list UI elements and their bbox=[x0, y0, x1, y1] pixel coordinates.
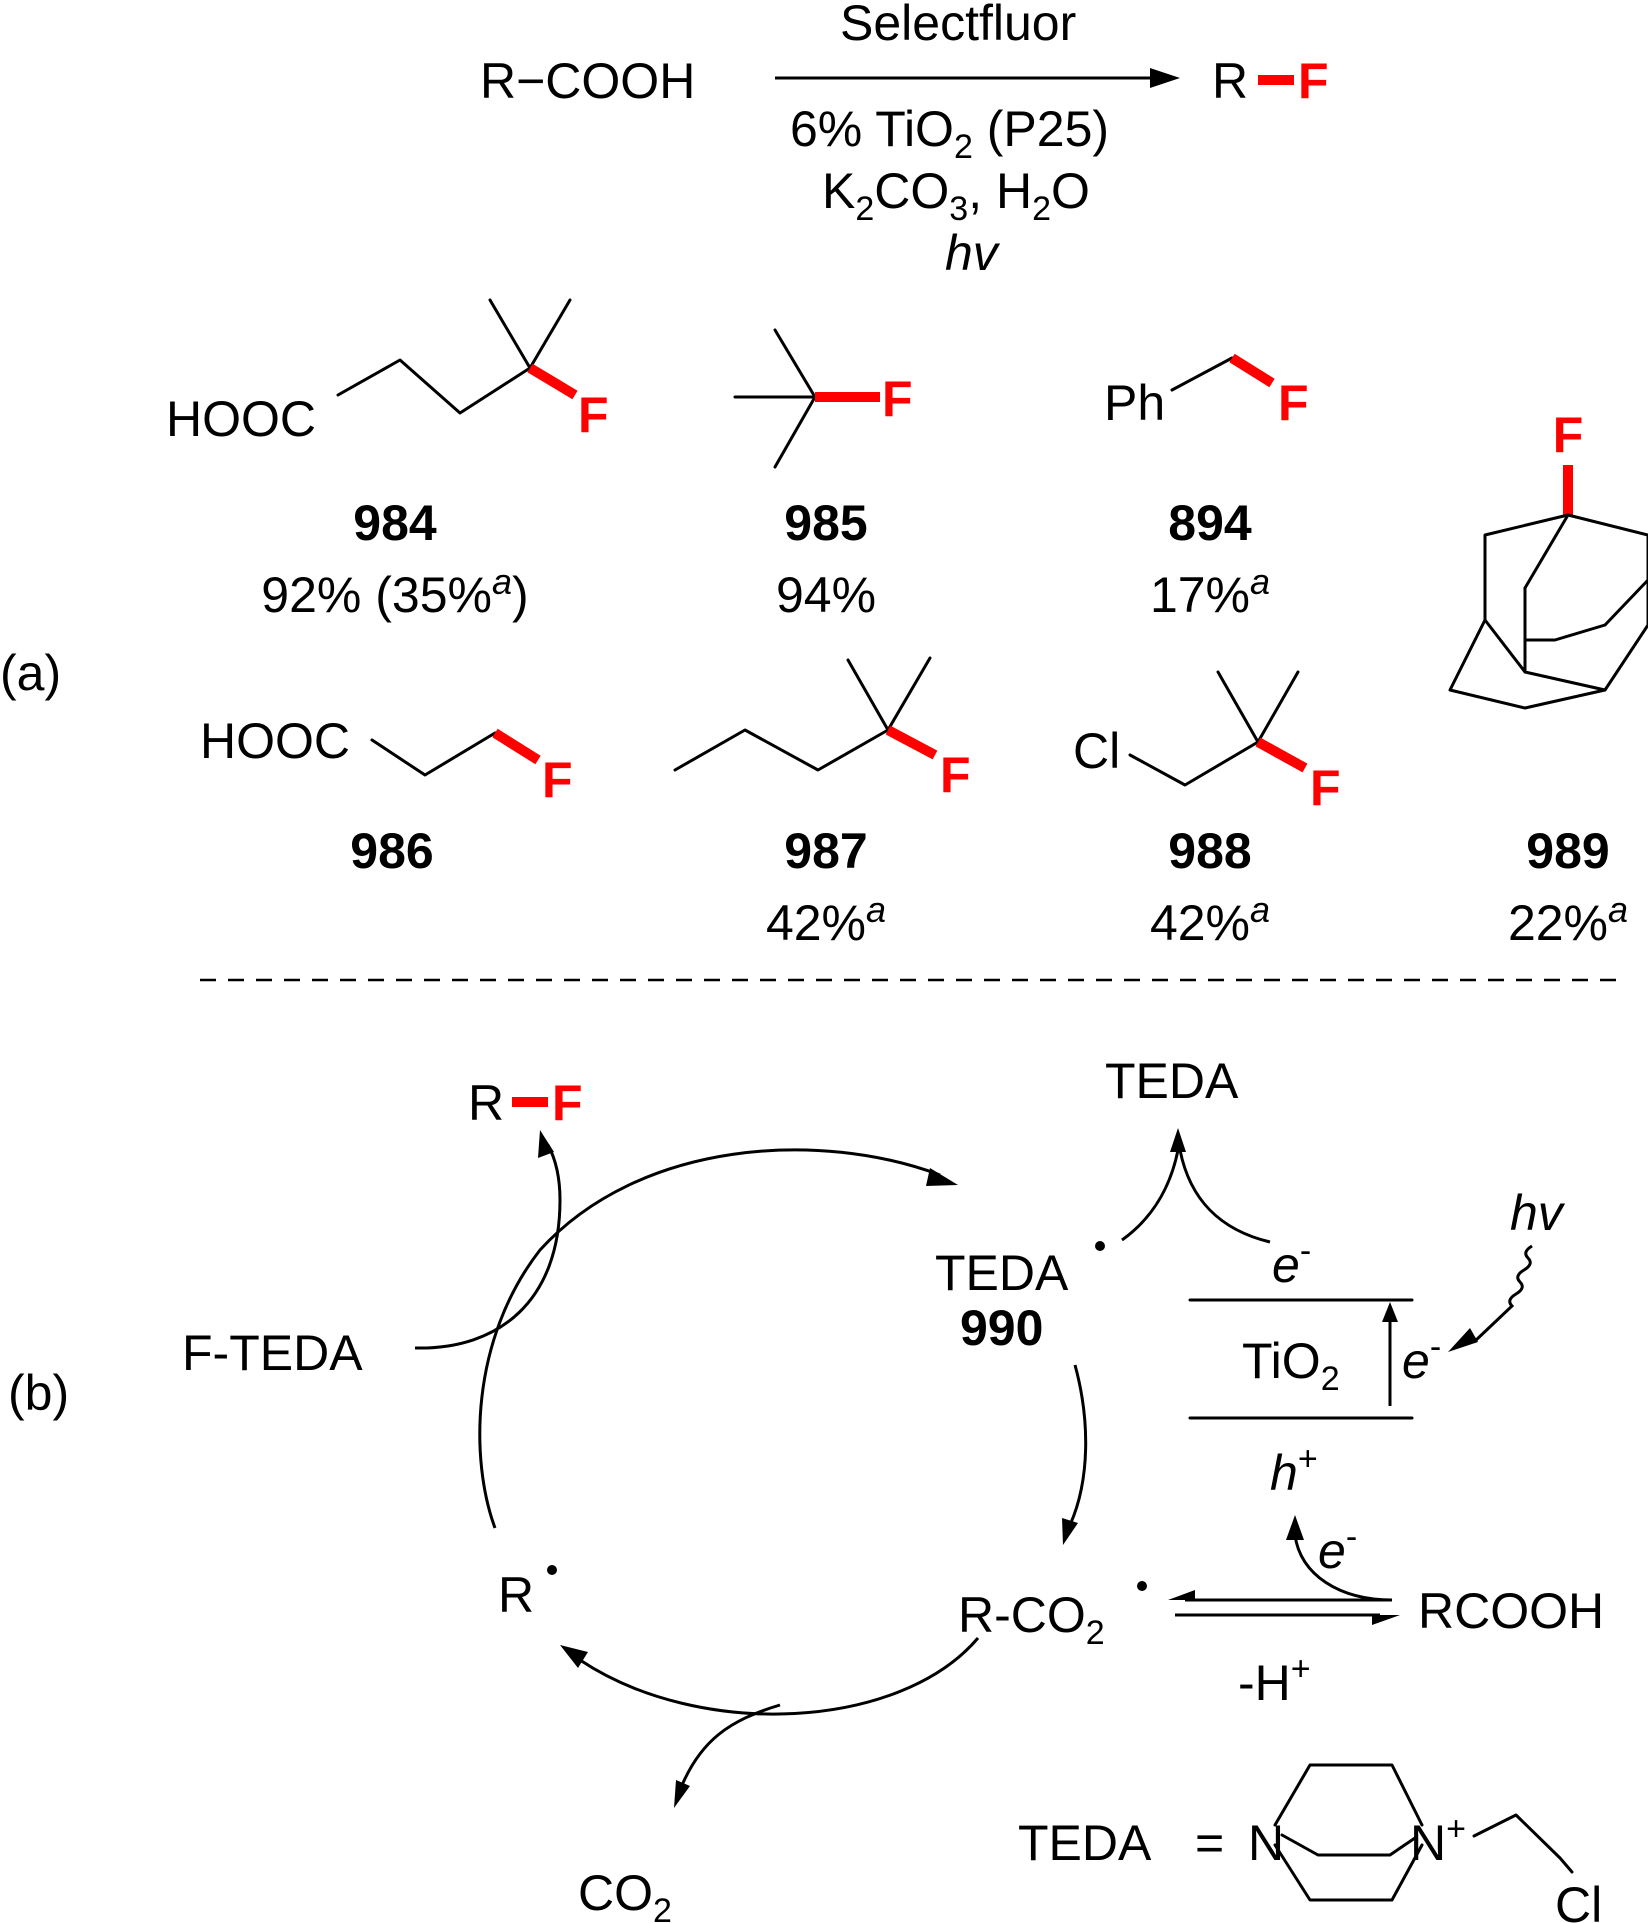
tio2-label: TiO2 bbox=[1242, 1333, 1340, 1398]
equilibrium-head-forward bbox=[1372, 1615, 1400, 1625]
equilibrium-head-back bbox=[1168, 1590, 1195, 1600]
fluorine-label: F bbox=[1278, 375, 1309, 431]
fluorine-label: F bbox=[578, 387, 609, 443]
teda-reduction-right bbox=[1178, 1149, 1271, 1244]
teda-def-cl: Cl bbox=[1555, 1877, 1602, 1923]
compound-id: 984 bbox=[353, 495, 437, 551]
compound-id: 985 bbox=[784, 495, 867, 551]
hooc-label: HOOC bbox=[166, 391, 316, 447]
yield-label: 92% (35%a) bbox=[261, 561, 528, 623]
light-label: hv bbox=[1510, 1185, 1566, 1241]
yield-label: 42%a bbox=[766, 889, 886, 951]
compound-id: 989 bbox=[1526, 823, 1609, 879]
radical-dot bbox=[1095, 1241, 1105, 1251]
compound-985: F 985 94% bbox=[733, 328, 913, 623]
product-r: R bbox=[1212, 53, 1248, 109]
dabco-cage bbox=[1273, 1763, 1424, 1902]
oxidation-head bbox=[1286, 1515, 1304, 1540]
product-f: F bbox=[1298, 53, 1329, 109]
deprotonation-label: -H+ bbox=[1238, 1650, 1311, 1711]
teda-top-label: TEDA bbox=[1105, 1053, 1239, 1109]
panel-label-a: (a) bbox=[0, 645, 61, 701]
fluorine-transfer-head bbox=[538, 1130, 554, 1158]
hooc-label: HOOC bbox=[200, 713, 350, 769]
reagent-label: Selectfluor bbox=[840, 0, 1076, 51]
rcooh-label: RCOOH bbox=[1418, 1583, 1604, 1639]
cycle-arc-top bbox=[478, 1148, 941, 1529]
light-squiggle bbox=[1472, 1244, 1533, 1344]
rf-f: F bbox=[552, 1075, 583, 1131]
compound-988: Cl F 988 42%a bbox=[1073, 670, 1341, 951]
co2-label: CO2 bbox=[578, 1865, 672, 1923]
fluorine-label: F bbox=[940, 747, 971, 803]
cl-label: Cl bbox=[1073, 723, 1120, 779]
compound-987: F 987 42%a bbox=[673, 656, 971, 951]
compound-989: F 989 22%a bbox=[1448, 407, 1648, 951]
fluorine-label: F bbox=[882, 371, 913, 427]
electron-right: e- bbox=[1402, 1328, 1441, 1389]
rco2-radical-label: R-CO2 bbox=[958, 1587, 1105, 1652]
conditions-line-1: 6% TiO2 (P25) bbox=[790, 101, 1109, 166]
compound-id: 988 bbox=[1168, 823, 1251, 879]
teda-def-n-right: N+ bbox=[1410, 1810, 1466, 1871]
conditions-line-2: K2CO3, H2O bbox=[822, 163, 1090, 228]
excitation-arrowhead bbox=[1382, 1302, 1398, 1322]
cycle-arc-bottom bbox=[579, 1637, 980, 1716]
teda-def-label: TEDA bbox=[1018, 1815, 1152, 1871]
yield-label: 42%a bbox=[1150, 889, 1270, 951]
compound-984: HOOC F 984 92% (35%a) bbox=[166, 298, 609, 623]
yield-label: 22%a bbox=[1508, 889, 1628, 951]
co2-loss-curve bbox=[678, 1703, 781, 1791]
hole-label: h+ bbox=[1270, 1440, 1318, 1501]
teda-radical-label: TEDA bbox=[935, 1245, 1069, 1301]
cycle-head-right bbox=[1062, 1518, 1078, 1545]
cycle-head-bottom bbox=[560, 1645, 588, 1668]
fluorine-label: F bbox=[542, 752, 573, 808]
yield-label: 94% bbox=[776, 567, 876, 623]
electron-lower: e- bbox=[1318, 1518, 1357, 1579]
electron-top: e- bbox=[1272, 1232, 1311, 1293]
fluorine-label: F bbox=[1553, 407, 1584, 463]
compound-894: Ph F 894 17%a bbox=[1104, 353, 1309, 623]
compound-986: HOOC F 986 bbox=[200, 713, 573, 879]
r-radical-dot bbox=[547, 1565, 557, 1575]
cycle-arc-right bbox=[1068, 1364, 1088, 1526]
r-radical-label: R bbox=[498, 1567, 534, 1623]
ph-label: Ph bbox=[1104, 375, 1165, 431]
compound-id: 894 bbox=[1168, 495, 1252, 551]
conditions-line-3: hv bbox=[945, 225, 1001, 281]
compound-id: 987 bbox=[784, 823, 867, 879]
yield-label: 17%a bbox=[1150, 561, 1270, 623]
reactant-label: R−COOH bbox=[480, 53, 695, 109]
f-teda-label: F-TEDA bbox=[182, 1325, 363, 1381]
reaction-arrowhead bbox=[1150, 68, 1180, 88]
fluorine-label: F bbox=[1310, 760, 1341, 816]
teda-def-equals: = bbox=[1195, 1815, 1224, 1871]
rco2-radical-dot bbox=[1137, 1581, 1147, 1591]
teda-def-n-left: N bbox=[1248, 1815, 1284, 1871]
chloromethyl-bond bbox=[1472, 1813, 1574, 1874]
light-arrowhead bbox=[1448, 1328, 1478, 1352]
teda-reduction-left bbox=[1121, 1149, 1180, 1242]
compound-id: 986 bbox=[350, 823, 433, 879]
rf-r: R bbox=[468, 1075, 504, 1131]
cycle-head-top bbox=[926, 1168, 958, 1186]
panel-label-b: (b) bbox=[8, 1365, 69, 1421]
fluorine-transfer-curve bbox=[414, 1144, 562, 1350]
teda-reduction-head bbox=[1170, 1128, 1186, 1152]
co2-loss-head bbox=[674, 1780, 690, 1808]
oxidation-curve bbox=[1293, 1534, 1393, 1602]
radical-id: 990 bbox=[960, 1300, 1043, 1356]
